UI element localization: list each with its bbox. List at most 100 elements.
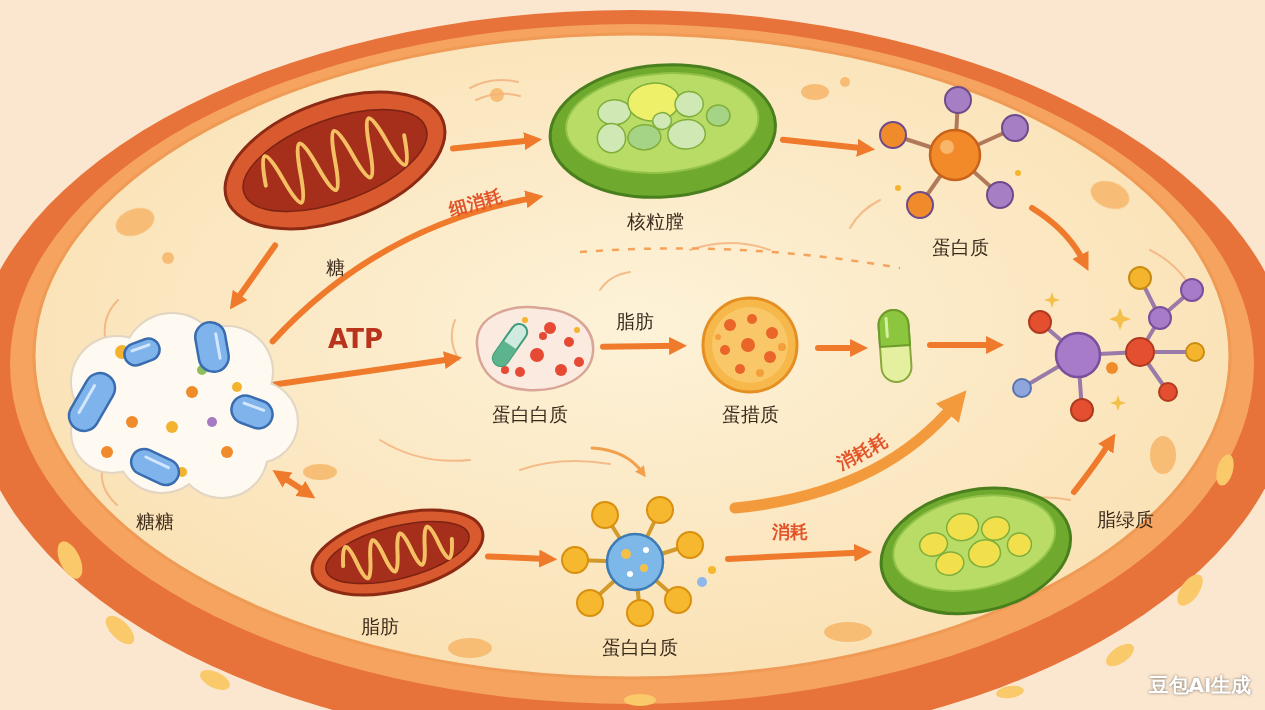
organelle-shape xyxy=(64,368,121,437)
capsule xyxy=(878,309,913,383)
node-label: 蛋措质 xyxy=(722,402,779,428)
arrow-label: 消耗耗 xyxy=(833,429,892,476)
cell-membrane xyxy=(0,10,1265,710)
cytoplasm-granule xyxy=(112,203,158,241)
organelle-shape xyxy=(697,577,707,587)
organelle-shape xyxy=(546,57,780,204)
organelle-shape xyxy=(987,182,1013,208)
large-molecule xyxy=(1013,267,1204,421)
flow-arrow xyxy=(281,476,307,493)
large-molecule xyxy=(1022,278,1195,410)
organelle-node: 脂绿质 xyxy=(875,478,1075,616)
cytoplasm-granule xyxy=(448,638,492,658)
organelle-shape xyxy=(501,366,509,374)
large-molecule xyxy=(1106,362,1118,374)
organelle-node: 蛋白白质 xyxy=(560,498,725,628)
organelle-shape xyxy=(146,457,169,468)
flow-swoosh xyxy=(452,320,459,360)
node-label: 蛋白白质 xyxy=(492,402,568,428)
organelle-shape xyxy=(875,478,1075,616)
organelle-shape xyxy=(127,445,183,490)
organelle-shape xyxy=(563,67,762,179)
organelle-shape xyxy=(244,403,264,410)
cytoplasm-granule xyxy=(303,464,337,480)
capsule xyxy=(878,309,910,347)
organelle-shape xyxy=(339,522,456,584)
organelle-shape xyxy=(597,99,632,126)
organelle-shape xyxy=(227,392,276,433)
membrane-granule xyxy=(995,684,1024,700)
cytoplasm-granule xyxy=(1087,176,1133,214)
node-label: 蛋白白质 xyxy=(602,635,678,661)
organelle-shape xyxy=(966,537,1003,570)
organelle-shape xyxy=(232,382,242,392)
large-molecule xyxy=(1029,311,1051,333)
organelle-shape xyxy=(930,130,980,180)
flow-arrow xyxy=(453,140,532,148)
cytoplasm-granule xyxy=(840,77,850,87)
membrane-granule xyxy=(624,694,656,706)
large-molecule xyxy=(1129,267,1151,289)
organelle-shape xyxy=(121,336,162,369)
organelle-shape xyxy=(643,547,649,553)
organelle-node: 核粒膛 xyxy=(545,52,780,202)
organelle-shape xyxy=(562,547,588,573)
node-label: 蛋白质 xyxy=(932,235,989,261)
organelle-shape xyxy=(778,343,786,351)
organelle-shape xyxy=(555,364,567,376)
flow-swoosh xyxy=(470,80,518,88)
organelle-shape xyxy=(545,52,780,202)
large-molecule xyxy=(1056,333,1100,377)
organelle-node: 糖 xyxy=(220,78,450,243)
flow-arrow xyxy=(273,359,452,385)
cytoplasm-granule xyxy=(824,622,872,642)
organelle-shape xyxy=(884,481,1063,604)
organelle-shape xyxy=(720,345,730,355)
flow-arrow xyxy=(236,245,275,301)
organelle-shape xyxy=(756,369,764,377)
dashed-path xyxy=(580,248,900,268)
flow-arrow xyxy=(930,342,994,348)
organelle-shape xyxy=(220,78,450,243)
organelle-shape xyxy=(490,340,517,369)
flow-arrow xyxy=(592,448,642,472)
organelle-shape xyxy=(690,295,810,395)
organelle-shape xyxy=(907,192,933,218)
membrane-granule xyxy=(197,666,233,694)
organelle-shape xyxy=(1015,170,1021,176)
cytoplasm-granule xyxy=(162,252,174,264)
node-label: 糖 xyxy=(326,255,345,281)
organelle-shape xyxy=(193,320,231,374)
organelle-shape xyxy=(256,109,414,212)
flow-arrow xyxy=(592,208,1110,508)
organelle-shape xyxy=(303,495,491,611)
node-label: 核粒膛 xyxy=(627,209,684,235)
organelle-shape xyxy=(647,497,673,523)
flow-arrow xyxy=(818,345,858,351)
membrane-granule xyxy=(1172,570,1207,610)
organelle-shape xyxy=(706,104,731,127)
organelle-shape xyxy=(764,351,776,363)
cytoplasm-granule xyxy=(1150,436,1176,474)
organelle-shape xyxy=(895,185,901,191)
large-molecule xyxy=(1044,292,1060,308)
flow-swoosh xyxy=(850,200,880,228)
organelle-shape xyxy=(207,65,464,255)
large-molecule xyxy=(1071,399,1093,421)
organelle-shape xyxy=(101,446,113,458)
organelle-shape xyxy=(132,345,149,351)
organelle-shape xyxy=(544,322,556,334)
arrow-label: 消耗 xyxy=(772,520,808,544)
organelle-shape xyxy=(715,334,721,340)
organelle-shape xyxy=(674,91,704,118)
arrow-label: 脂肪 xyxy=(616,309,654,335)
organelle-shape xyxy=(869,472,1082,631)
arrow-label: 细消耗 xyxy=(447,184,505,221)
organelle-shape xyxy=(121,336,162,369)
organelle-shape xyxy=(62,312,270,488)
organelle-shape xyxy=(741,338,755,352)
organelle-shape xyxy=(880,122,906,148)
